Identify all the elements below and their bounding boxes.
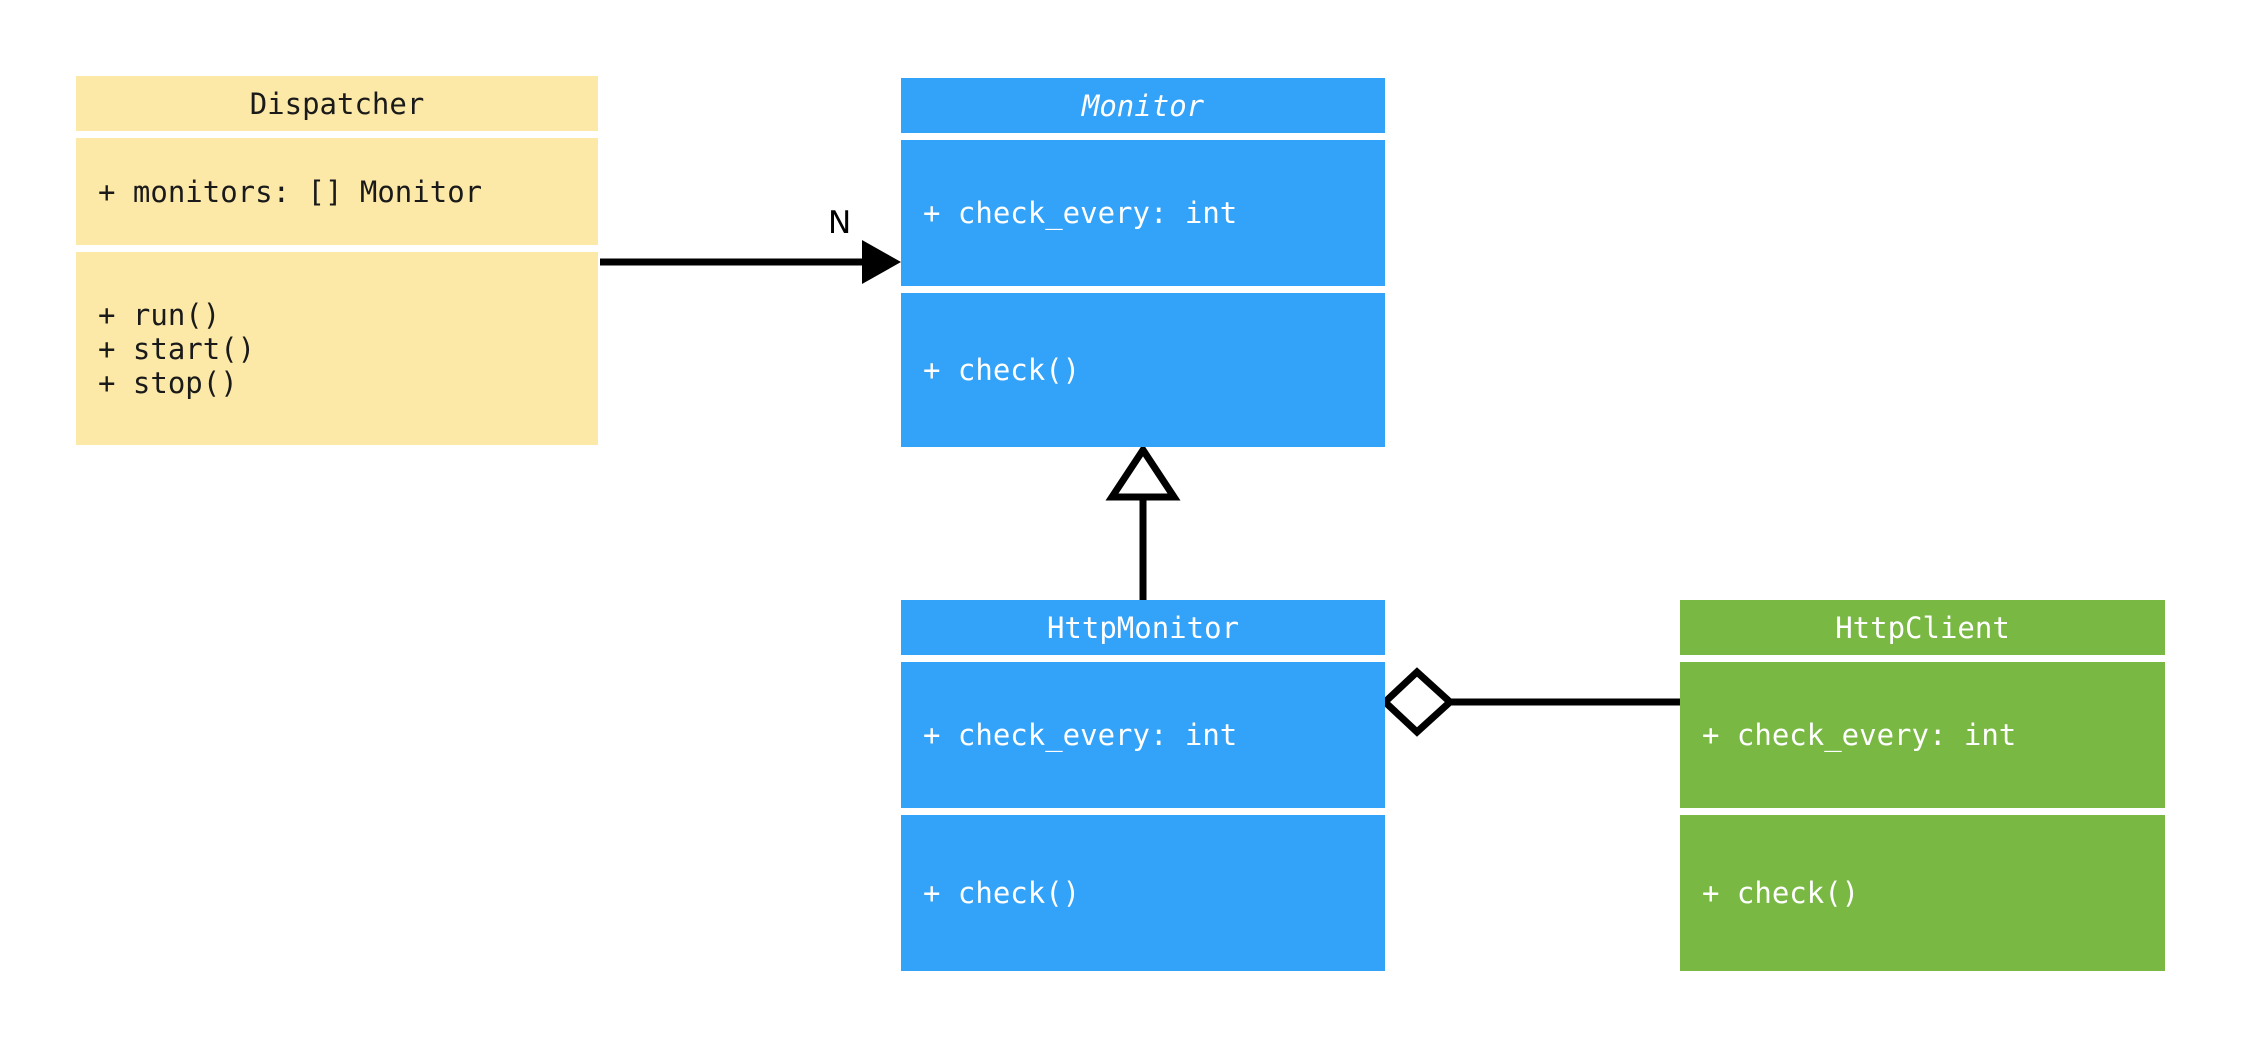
- hollow-diamond-icon: [1379, 667, 1456, 737]
- attribute-list-monitor: + check_every: int: [923, 196, 1238, 230]
- class-methods-compartment: + check(): [901, 293, 1385, 447]
- class-name-http-monitor: HttpMonitor: [1046, 610, 1240, 645]
- attribute-list-dispatcher: + monitors: [] Monitor: [98, 174, 483, 209]
- class-attributes-compartment: + check_every: int: [1680, 662, 2165, 808]
- class-methods-compartment: + check(): [1680, 815, 2165, 971]
- method-list-http-client: + check(): [1702, 876, 1860, 910]
- association-multiplicity-label: N: [828, 205, 852, 241]
- class-attributes-compartment: + monitors: [] Monitor: [76, 138, 598, 245]
- class-attributes-compartment: + check_every: int: [901, 140, 1385, 286]
- filled-triangle-arrowhead-icon: [862, 240, 901, 284]
- class-box-http-client[interactable]: HttpClient + check_every: int + check(): [1680, 600, 2165, 971]
- class-title-compartment: HttpClient: [1680, 600, 2165, 655]
- class-methods-compartment: + check(): [901, 815, 1385, 971]
- class-title-compartment: HttpMonitor: [901, 600, 1385, 655]
- class-box-http-monitor[interactable]: HttpMonitor + check_every: int + check(): [901, 600, 1385, 971]
- class-title-compartment: Monitor: [901, 78, 1385, 133]
- class-name-monitor: Monitor: [1081, 88, 1205, 123]
- class-name-http-client: HttpClient: [1835, 610, 2010, 645]
- class-methods-compartment: + run() + start() + stop(): [76, 252, 598, 445]
- class-box-monitor[interactable]: Monitor + check_every: int + check(): [901, 78, 1385, 447]
- class-title-compartment: Dispatcher: [76, 76, 598, 131]
- hollow-triangle-arrowhead-icon: [1105, 443, 1181, 501]
- class-box-dispatcher[interactable]: Dispatcher + monitors: [] Monitor + run(…: [76, 76, 598, 445]
- attribute-list-http-monitor: + check_every: int: [923, 718, 1238, 752]
- aggregation-httpmonitor-httpclient: [1379, 667, 1680, 737]
- method-list-monitor: + check(): [923, 353, 1081, 387]
- association-dispatcher-monitor: [600, 240, 901, 284]
- attribute-list-http-client: + check_every: int: [1702, 718, 2017, 752]
- class-name-dispatcher: Dispatcher: [249, 86, 425, 121]
- class-attributes-compartment: + check_every: int: [901, 662, 1385, 808]
- method-list-dispatcher: + run() + start() + stop(): [98, 297, 256, 400]
- method-list-http-monitor: + check(): [923, 876, 1081, 910]
- generalization-httpmonitor-monitor: [1105, 443, 1181, 600]
